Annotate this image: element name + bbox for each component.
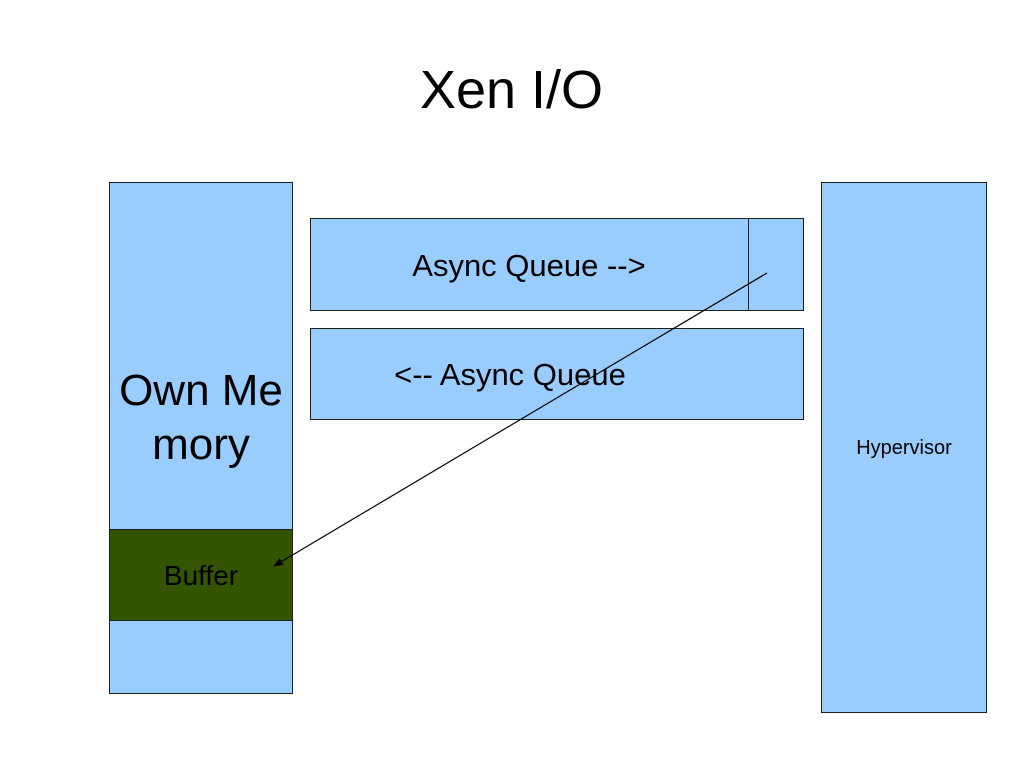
async-queue-outbound-label: Async Queue -->: [412, 248, 646, 283]
hypervisor-label: Hypervisor: [856, 437, 952, 459]
slide-title: Xen I/O: [419, 60, 604, 120]
own-memory-label: Own Memory: [119, 366, 283, 469]
async-queue-outbound-slot: [748, 218, 804, 311]
hypervisor-box: [821, 182, 987, 713]
buffer-box: [109, 529, 293, 621]
buffer-label: Buffer: [163, 560, 239, 591]
async-queue-inbound-label: <-- Async Queue: [394, 357, 626, 392]
